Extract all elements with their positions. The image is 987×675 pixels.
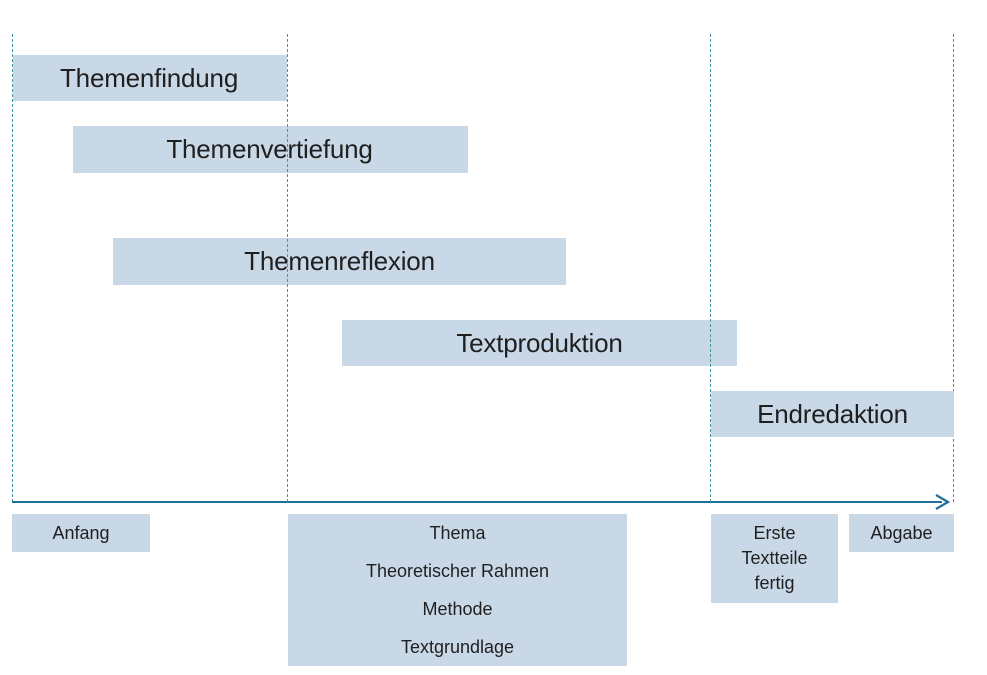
milestone-line: Textteile [741, 548, 808, 568]
milestone-item: Thema [429, 523, 486, 543]
phase-bar-endredaktion: Endredaktion [711, 391, 954, 437]
time-axis [12, 501, 942, 503]
phase-label: Themenvertiefung [166, 134, 373, 164]
axis-arrow-icon [935, 494, 950, 510]
milestone-item: Theoretischer Rahmen [365, 561, 550, 581]
phase-bar-themenreflexion: Themenreflexion [113, 238, 566, 285]
phase-label: Themenfindung [60, 62, 239, 93]
phase-label: Endredaktion [757, 398, 908, 429]
milestone-middle: Thema Theoretischer Rahmen Methode Textg… [288, 514, 627, 666]
milestone-start: Anfang [12, 514, 150, 552]
phase-label: Themenreflexion [244, 246, 435, 276]
milestone-item: Methode [422, 599, 493, 619]
phase-label: Textproduktion [456, 327, 623, 358]
guide-line-start [12, 34, 13, 502]
milestone-item: Textgrundlage [400, 637, 515, 657]
milestone-draft: Erste Textteile fertig [711, 514, 838, 603]
phase-bar-themenfindung: Themenfindung [13, 55, 287, 101]
guide-line-milestone-2 [287, 34, 288, 502]
guide-line-end [953, 34, 954, 502]
milestone-end: Abgabe [849, 514, 954, 552]
phase-bar-themenvertiefung: Themenvertiefung [73, 126, 468, 173]
phase-bar-textproduktion: Textproduktion [342, 320, 737, 366]
milestone-label: Anfang [52, 522, 110, 543]
milestone-line: fertig [754, 573, 795, 593]
guide-line-milestone-3 [710, 34, 711, 502]
milestone-label: Abgabe [870, 522, 933, 543]
milestone-line: Erste [753, 523, 796, 543]
